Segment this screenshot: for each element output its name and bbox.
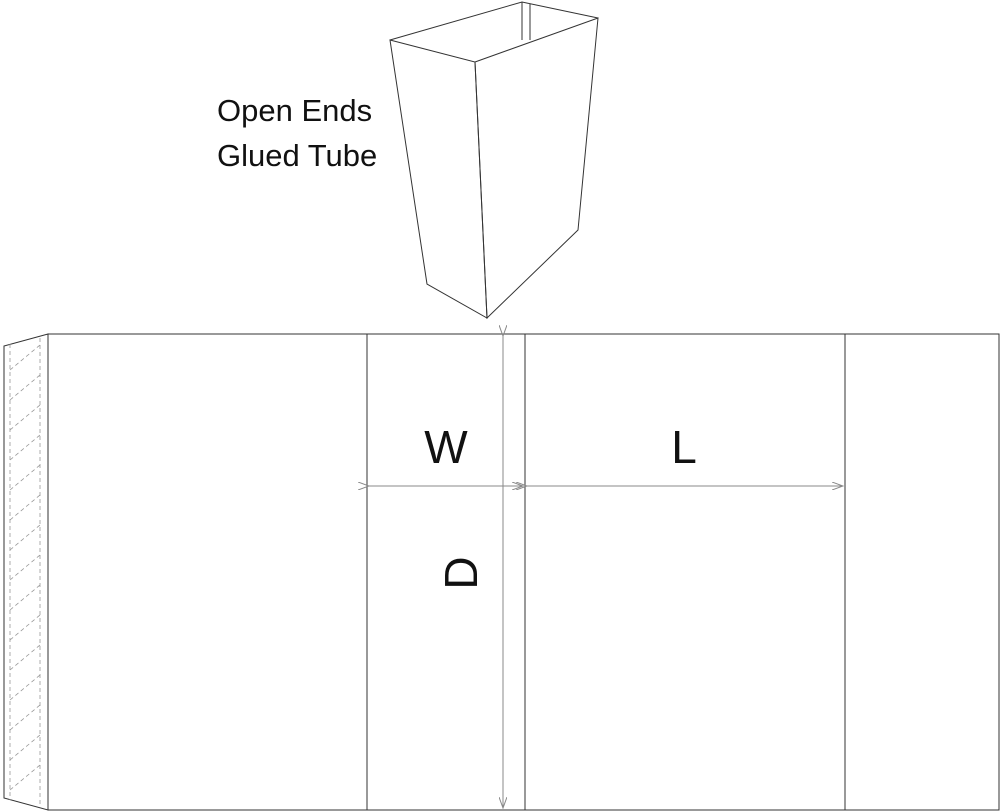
- dimension-lines: [369, 336, 843, 808]
- glue-flap: [3, 333, 49, 811]
- diagram-title: Open Ends Glued Tube: [217, 88, 377, 178]
- depth-label: D: [435, 556, 487, 589]
- tube-right-face: [474, 17, 599, 320]
- width-label: W: [424, 421, 468, 473]
- tube-front-face: [389, 39, 488, 319]
- dieline-outline: [47, 333, 1000, 811]
- tube-inner-seam: [521, 2, 531, 40]
- title-line-1: Open Ends: [217, 93, 373, 128]
- tube-top-opening: [389, 1, 599, 41]
- tube-illustration: [389, 1, 599, 320]
- glue-flap-hatch: [9, 338, 41, 806]
- dieline: [3, 333, 1000, 811]
- length-label: L: [671, 421, 697, 473]
- title-line-2: Glued Tube: [217, 138, 378, 173]
